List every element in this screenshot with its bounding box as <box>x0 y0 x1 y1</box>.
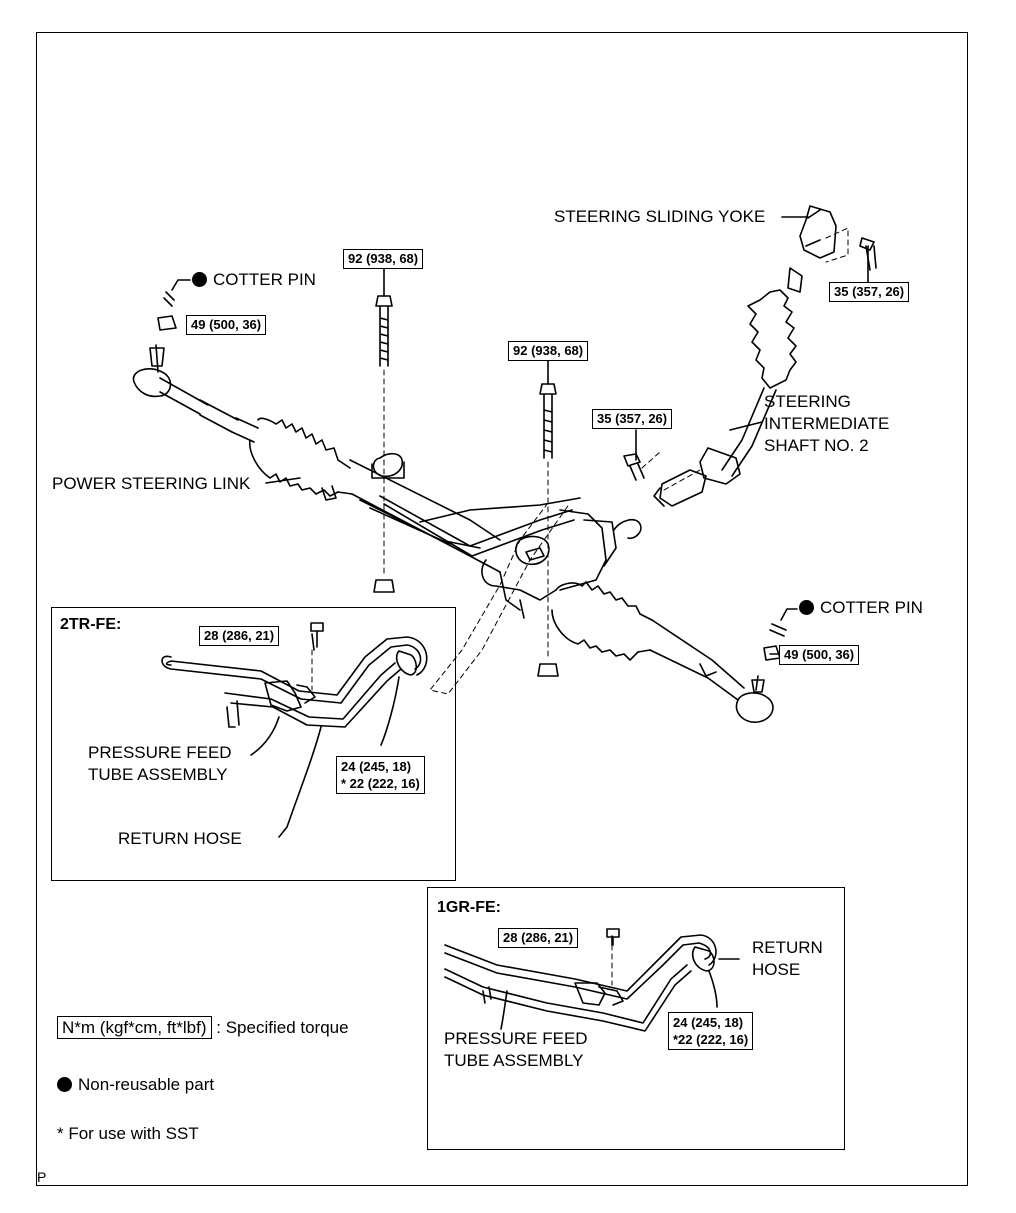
pressure-feed-1gr-label: PRESSURE FEED TUBE ASSEMBLY <box>444 1028 588 1072</box>
torque-1gr-hose-std: 24 (245, 18) <box>673 1015 744 1030</box>
cotter-pin-left-label: COTTER PIN <box>192 270 316 290</box>
return-hose-1gr-label: RETURN HOSE <box>752 937 823 981</box>
nonreusable-dot-icon <box>192 272 207 287</box>
torque-bolt-left: 92 (938, 68) <box>343 249 424 269</box>
torque-bolt-center: 92 (938, 68) <box>508 341 589 361</box>
pressure-feed-2tr-line-1: PRESSURE FEED <box>88 743 232 762</box>
inset-2tr-fe <box>51 607 456 881</box>
cotter-pin-right-label: COTTER PIN <box>799 598 923 618</box>
nonreusable-dot-icon <box>57 1077 72 1092</box>
steering-intermediate-shaft-label: STEERING INTERMEDIATE SHAFT NO. 2 <box>764 391 889 457</box>
inset-1gr-fe <box>427 887 845 1150</box>
torque-1gr-hose-sst: *22 (222, 16) <box>673 1032 749 1047</box>
legend-nonreusable-text: Non-reusable part <box>78 1075 215 1094</box>
torque-2tr-clamp: 28 (286, 21) <box>199 626 280 646</box>
shaft-label-line-2: INTERMEDIATE <box>764 414 890 433</box>
legend-nonreusable: Non-reusable part <box>57 1075 214 1095</box>
torque-1gr-clamp: 28 (286, 21) <box>498 928 579 948</box>
torque-nut-left: 49 (500, 36) <box>186 315 267 335</box>
pressure-feed-2tr-label: PRESSURE FEED TUBE ASSEMBLY <box>88 742 232 786</box>
torque-shaft-bolt: 35 (357, 26) <box>592 409 673 429</box>
legend-sst-note: * For use with SST <box>57 1124 199 1143</box>
return-hose-1gr-line-1: RETURN <box>752 938 823 957</box>
diagram-frame <box>36 32 968 1186</box>
1gr-pipe-illustration <box>444 928 740 1032</box>
shaft-label-line-1: STEERING <box>764 392 851 411</box>
cotter-pin-left-text: COTTER PIN <box>213 270 316 289</box>
torque-2tr-hose-std: 24 (245, 18) <box>341 759 412 774</box>
pressure-feed-1gr-line-2: TUBE ASSEMBLY <box>444 1051 584 1070</box>
torque-2tr-hose-sst: * 22 (222, 16) <box>341 776 420 791</box>
return-hose-2tr-label: RETURN HOSE <box>118 829 242 848</box>
legend-torque: N*m (kgf*cm, ft*lbf) : Specified torque <box>57 1016 349 1039</box>
pressure-feed-2tr-line-2: TUBE ASSEMBLY <box>88 765 228 784</box>
legend-torque-text: : Specified torque <box>216 1018 349 1037</box>
footer-mark: P <box>37 1169 47 1185</box>
legend-torque-units: N*m (kgf*cm, ft*lbf) <box>57 1016 212 1039</box>
inset-1gr-title: 1GR-FE: <box>437 899 501 916</box>
shaft-label-line-3: SHAFT NO. 2 <box>764 436 869 455</box>
torque-yoke-bolt: 35 (357, 26) <box>829 282 910 302</box>
torque-1gr-hose: 24 (245, 18) *22 (222, 16) <box>668 1012 754 1050</box>
2tr-pipe-illustration <box>161 622 428 838</box>
cotter-pin-right-text: COTTER PIN <box>820 598 923 617</box>
torque-nut-right: 49 (500, 36) <box>779 645 860 665</box>
return-hose-1gr-line-2: HOSE <box>752 960 801 979</box>
inset-2tr-title: 2TR-FE: <box>60 616 122 633</box>
nonreusable-dot-icon <box>799 600 814 615</box>
torque-2tr-hose: 24 (245, 18) * 22 (222, 16) <box>336 756 425 794</box>
pressure-feed-1gr-line-1: PRESSURE FEED <box>444 1029 588 1048</box>
steering-sliding-yoke-label: STEERING SLIDING YOKE <box>554 207 766 226</box>
power-steering-link-label: POWER STEERING LINK <box>52 474 251 493</box>
